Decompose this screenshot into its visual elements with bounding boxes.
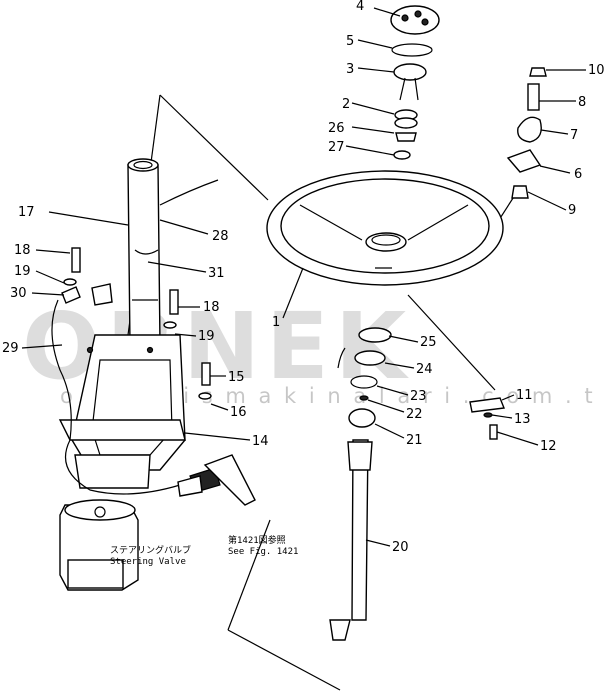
- callout-22: 22: [406, 407, 423, 422]
- callout-19b: 19: [198, 329, 215, 344]
- callout-18a: 18: [14, 243, 31, 258]
- callout-16: 16: [230, 405, 247, 420]
- callout-4: 4: [356, 0, 364, 14]
- callout-18b: 18: [203, 300, 220, 315]
- column-housing: [58, 334, 186, 489]
- knob-parts: [506, 67, 547, 199]
- bracket-parts: [469, 397, 505, 440]
- callout-10: 10: [588, 63, 605, 78]
- callout-24: 24: [416, 362, 433, 377]
- callout-19a: 19: [14, 264, 31, 279]
- callout-12: 12: [540, 439, 557, 454]
- callout-6: 6: [574, 167, 582, 182]
- callout-1: 1: [272, 315, 280, 330]
- callout-5: 5: [346, 34, 354, 49]
- leader-lines: [21, 7, 586, 547]
- callout-25: 25: [420, 335, 437, 350]
- steering-valve: [59, 499, 139, 591]
- callout-11: 11: [516, 388, 533, 403]
- callout-9: 9: [568, 203, 576, 218]
- callout-labels: 4 5 3 2 26 27 10 8 7 6 9 1 17 28 31 18 1…: [2, 0, 605, 555]
- callout-23: 23: [410, 389, 427, 404]
- see-fig-label-jp: 第1421図参照: [228, 534, 286, 546]
- callout-27: 27: [328, 140, 345, 155]
- steering-column: [127, 158, 161, 351]
- callout-15: 15: [228, 370, 245, 385]
- steering-shaft-and-seals: [329, 327, 392, 641]
- horn-cap-stack: [390, 5, 440, 160]
- callout-3: 3: [346, 62, 354, 77]
- bolts-and-washers: [63, 247, 212, 400]
- callout-14: 14: [252, 434, 269, 449]
- callout-21: 21: [406, 433, 423, 448]
- callout-7: 7: [570, 128, 578, 143]
- callout-26: 26: [328, 121, 345, 136]
- callout-8: 8: [578, 95, 586, 110]
- steering-valve-label-en: Steering Valve: [110, 557, 186, 567]
- steering-valve-label-jp: ステアリングバルブ: [110, 544, 191, 556]
- callout-30: 30: [10, 286, 27, 301]
- callout-28: 28: [212, 229, 229, 244]
- see-fig-label-en: See Fig. 1421: [228, 547, 298, 557]
- lever-assembly: [177, 454, 256, 506]
- callout-31: 31: [208, 266, 225, 281]
- callout-29: 29: [2, 341, 19, 356]
- steering-wheel: [266, 170, 504, 286]
- callout-20: 20: [392, 540, 409, 555]
- callout-2: 2: [342, 97, 350, 112]
- callout-13: 13: [514, 412, 531, 427]
- callout-17: 17: [18, 205, 35, 220]
